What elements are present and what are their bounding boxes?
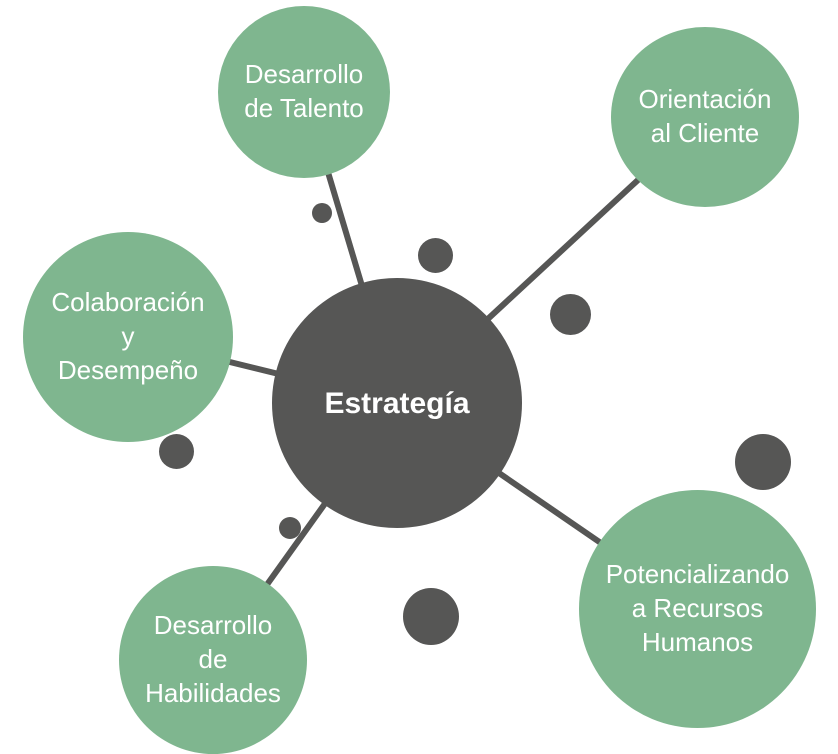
node-label: Colaboración y Desempeño <box>51 287 205 385</box>
node-estrategia-center: Estrategía <box>272 278 522 528</box>
decorative-dot <box>550 294 591 335</box>
node-label: Desarrollo de Talento <box>244 59 364 123</box>
decorative-dot <box>159 434 194 469</box>
node-desarrollo-de-habilidades: Desarrollo de Habilidades <box>119 566 307 754</box>
decorative-dot <box>279 517 301 539</box>
decorative-dot <box>312 203 332 223</box>
decorative-dot <box>403 588 459 645</box>
node-colaboracion-y-desempeno: Colaboración y Desempeño <box>23 232 233 442</box>
node-label: Orientación al Cliente <box>638 84 772 148</box>
node-label: Potencializando a Recursos Humanos <box>605 559 790 657</box>
node-potencializando-recursos-humanos: Potencializando a Recursos Humanos <box>579 490 816 728</box>
center-label: Estrategía <box>324 386 470 420</box>
decorative-dot <box>735 434 791 490</box>
node-label: Desarrollo de Habilidades <box>145 610 281 708</box>
node-orientacion-al-cliente: Orientación al Cliente <box>611 27 799 207</box>
decorative-dot <box>418 238 453 273</box>
node-desarrollo-de-talento: Desarrollo de Talento <box>218 6 390 178</box>
